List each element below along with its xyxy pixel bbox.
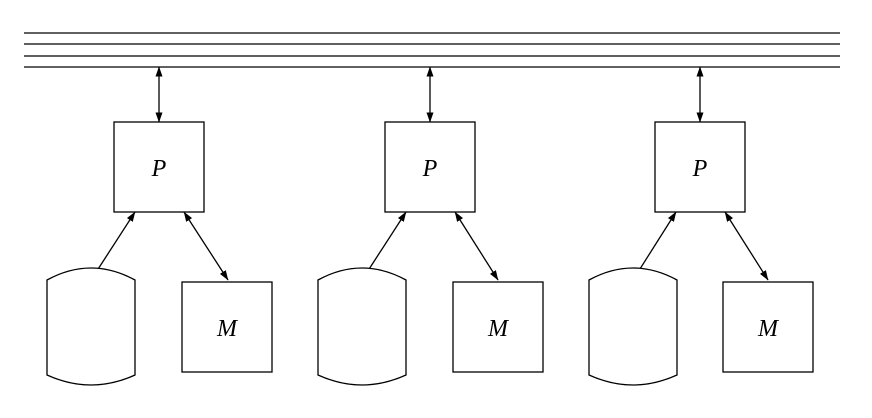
processor-box xyxy=(384,121,476,213)
disk-cylinder xyxy=(317,267,407,386)
memory-label: M xyxy=(757,316,780,342)
memory-box xyxy=(452,281,544,373)
interconnect-bus xyxy=(24,32,840,68)
processor-box xyxy=(113,121,205,213)
memory-label: M xyxy=(487,316,510,342)
memory-box xyxy=(181,281,273,373)
disk-cylinder xyxy=(46,267,136,386)
node-2: P M xyxy=(317,66,544,386)
processor-label: P xyxy=(151,156,167,182)
memory-box xyxy=(722,281,814,373)
processor-label: P xyxy=(692,156,708,182)
node-3: P M xyxy=(588,66,814,386)
processor-box xyxy=(654,121,746,213)
processor-label: P xyxy=(422,156,438,182)
memory-label: M xyxy=(216,316,239,342)
disk-cylinder xyxy=(588,267,678,386)
node-1: P M xyxy=(46,66,273,386)
processor-memory-link xyxy=(183,211,229,281)
processor-memory-link xyxy=(724,211,769,281)
processor-memory-link xyxy=(454,211,499,281)
